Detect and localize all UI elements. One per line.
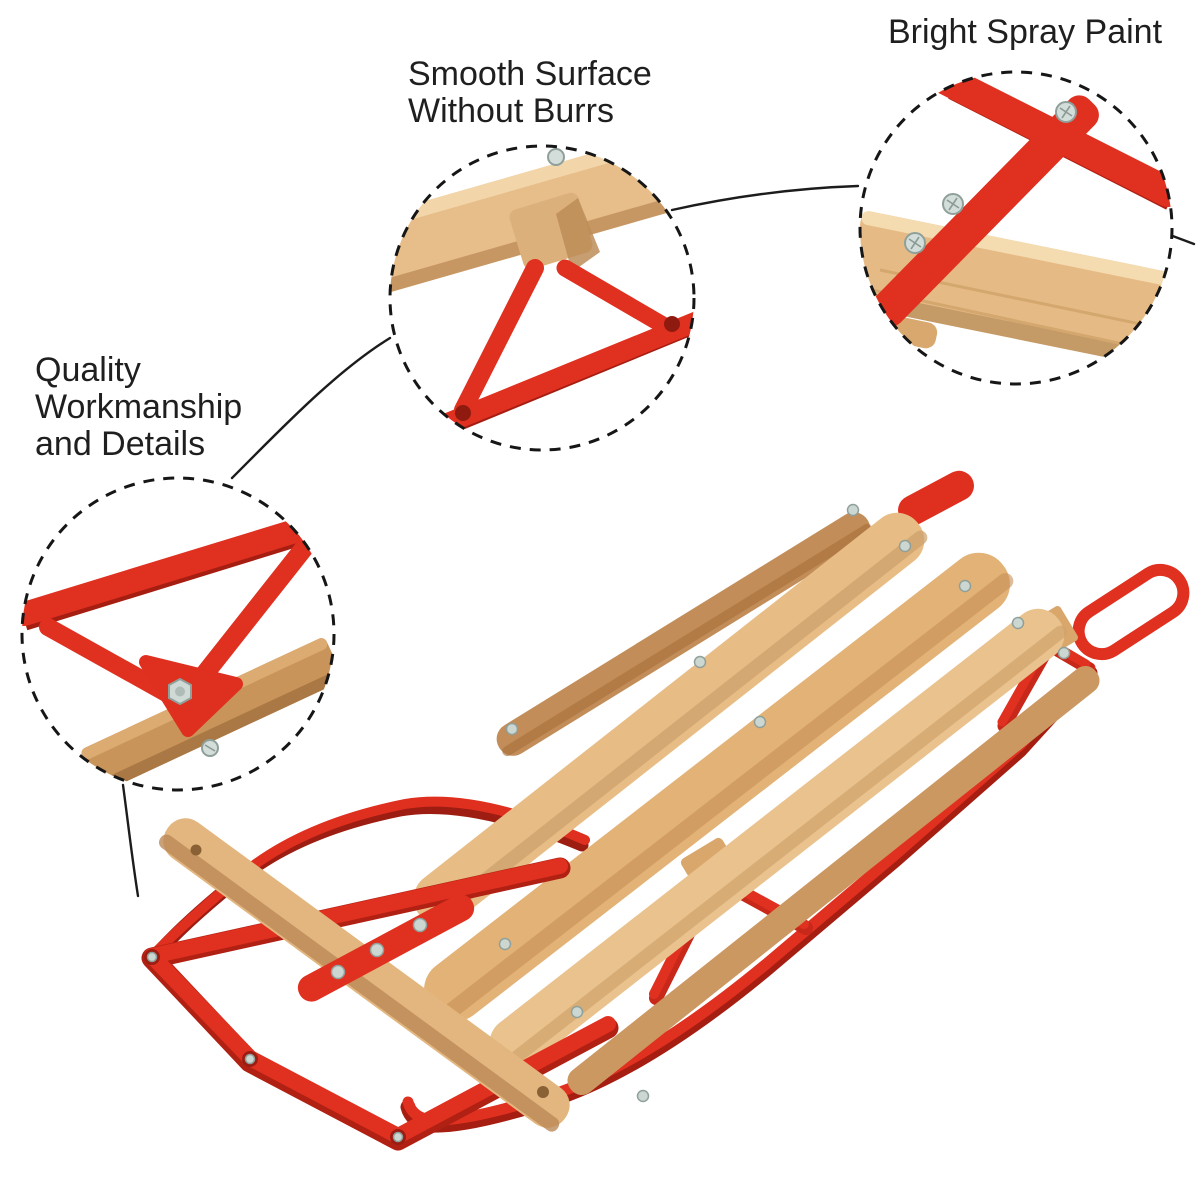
- sled-deck-slats: [413, 503, 1100, 1103]
- label-smooth-surface: Smooth Surface Without Burrs: [408, 56, 652, 130]
- magnified-red-strap: [871, 95, 1099, 327]
- callout-circle-quality-workmanship: [20, 476, 336, 792]
- callout-circle-smooth-surface: [388, 144, 696, 452]
- deck-slat-1: [413, 512, 925, 927]
- deck-slat-3: [489, 608, 1065, 1070]
- callout-circle-bright-spray-paint: [858, 70, 1174, 386]
- deck-slat-2: [424, 552, 1010, 1022]
- label-line: and Details: [35, 425, 206, 463]
- leader-line-quality-to-smooth: [230, 336, 392, 480]
- label-line: Bright Spray Paint: [888, 13, 1163, 51]
- label-line: Without Burrs: [408, 92, 614, 130]
- label-quality-workmanship: Quality Workmanship and Details: [35, 352, 242, 463]
- leader-lines: [121, 184, 1196, 898]
- label-line: Smooth Surface: [408, 55, 652, 93]
- sled-steering-assembly: [141, 818, 619, 1151]
- magnified-hex-bolt: [168, 677, 192, 706]
- label-line: Quality: [35, 351, 141, 389]
- leader-line-bright-right: [1168, 233, 1196, 246]
- handle-hole-left: [190, 844, 202, 856]
- callout-photo-bright-spray-paint: [860, 72, 1172, 384]
- callout-photo-quality-workmanship: [22, 478, 334, 790]
- magnified-screws: [904, 101, 1077, 254]
- leader-line-quality-to-sled: [121, 783, 140, 898]
- callout-photo-smooth-surface: [390, 146, 694, 450]
- sled-photo: [141, 470, 1190, 1151]
- leader-line-smooth-to-bright: [670, 184, 860, 212]
- label-bright-spray-paint: Bright Spray Paint: [888, 14, 1162, 51]
- handle-hole-right: [537, 1086, 549, 1098]
- runner-rear-loop: [1072, 563, 1190, 661]
- label-line: Workmanship: [35, 388, 243, 426]
- deck-side-rail-right: [567, 665, 1100, 1096]
